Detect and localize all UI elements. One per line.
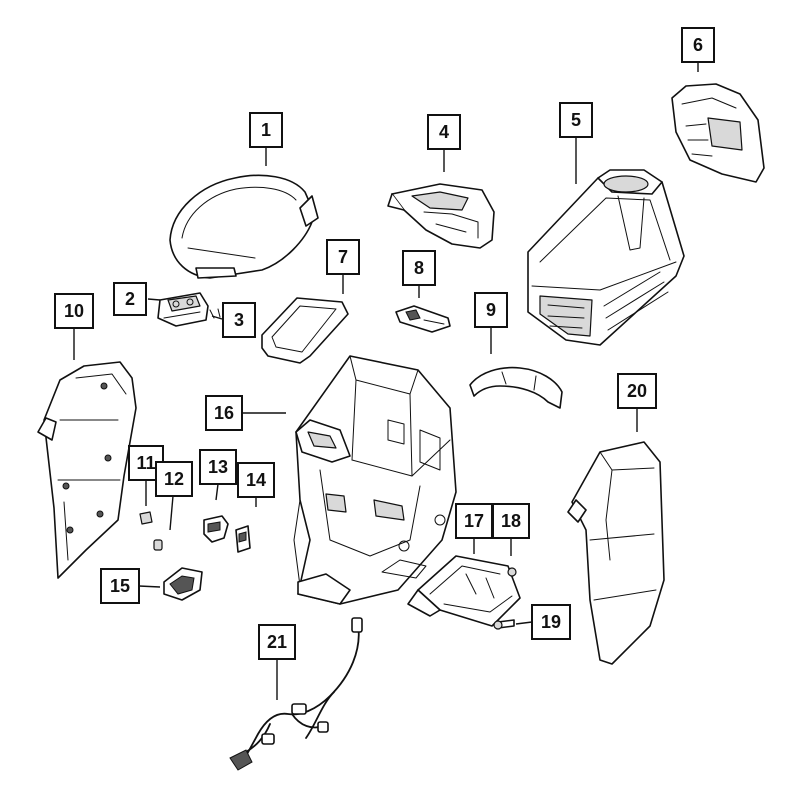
callout-6: 6 [681,27,715,63]
rear-bezel-icon[interactable] [671,83,765,183]
callout-7: 7 [326,239,360,275]
right-side-panel-icon[interactable] [567,441,665,665]
callout-1: 1 [249,112,283,148]
callout-label-8: 8 [414,258,424,278]
callout-label-18: 18 [501,511,521,531]
callout-label-19: 19 [541,612,561,632]
callout-3: 3 [222,302,256,338]
left-side-panel-icon[interactable] [37,361,137,579]
callout-label-17: 17 [464,511,484,531]
wiring-harness-icon[interactable] [229,617,363,771]
mounting-bracket-icon[interactable] [407,555,521,627]
callout-label-9: 9 [486,300,496,320]
callout-19: 19 [531,604,571,640]
nut-icon[interactable] [507,567,517,577]
callout-9: 9 [474,292,508,328]
callout-label-21: 21 [267,632,287,652]
callout-label-4: 4 [439,122,449,142]
callout-14: 14 [237,462,275,498]
callout-label-5: 5 [571,110,581,130]
storage-mat-icon[interactable] [261,297,349,364]
callout-18: 18 [492,503,530,539]
bolt-icon[interactable] [493,619,515,630]
callout-label-11: 11 [136,453,155,473]
cupholder-bezel-icon[interactable] [387,183,495,249]
callout-label-12: 12 [164,469,184,489]
armrest-lid-icon[interactable] [169,174,319,279]
callout-15: 15 [100,568,140,604]
trim-strip-icon[interactable] [469,366,563,409]
pin-icon[interactable] [153,539,163,551]
callout-label-10: 10 [64,301,84,321]
hinge-icon[interactable] [395,305,451,333]
console-upper-housing-icon[interactable] [527,169,685,346]
callout-4: 4 [427,114,461,150]
clip-icon[interactable] [139,511,153,525]
usb-port-icon[interactable] [203,515,229,543]
callout-2: 2 [113,282,147,316]
callout-13: 13 [199,449,237,485]
callout-label-7: 7 [338,247,348,267]
switch-icon[interactable] [235,525,251,553]
callout-17: 17 [455,503,493,539]
callout-label-14: 14 [246,470,266,490]
power-outlet-icon[interactable] [163,567,203,601]
callout-16: 16 [205,395,243,431]
callout-20: 20 [617,373,657,409]
callout-label-16: 16 [214,403,234,423]
callout-label-1: 1 [261,120,271,140]
callout-label-20: 20 [627,381,647,401]
callout-21: 21 [258,624,296,660]
latch-icon[interactable] [157,292,209,327]
callout-10: 10 [54,293,94,329]
callout-label-6: 6 [693,35,703,55]
callout-label-15: 15 [110,576,130,596]
callout-label-13: 13 [208,457,228,477]
callout-12: 12 [155,461,193,497]
callout-label-3: 3 [234,310,244,330]
callout-5: 5 [559,102,593,138]
callout-8: 8 [402,250,436,286]
callout-label-2: 2 [125,289,135,309]
leader-lines [73,62,699,700]
console-base-icon[interactable] [293,355,457,605]
